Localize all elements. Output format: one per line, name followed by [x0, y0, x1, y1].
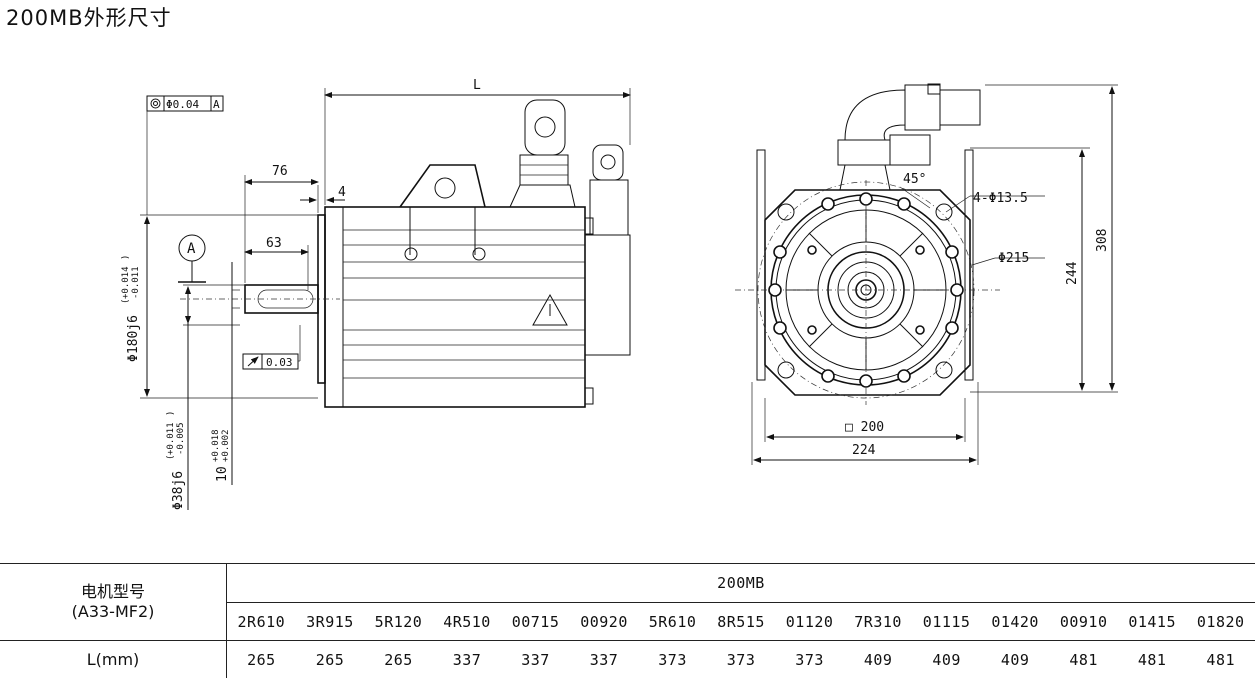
angle-label: 45° [903, 172, 926, 187]
length-label-cell: L(mm) [0, 641, 227, 678]
model-cell: 00910 [1049, 603, 1118, 641]
length-cell: 337 [501, 641, 570, 678]
square-label: □ 200 [845, 420, 884, 435]
model-cell: 00920 [570, 603, 639, 641]
lifting-eye [400, 165, 485, 207]
dim-4-label: 4 [338, 185, 346, 200]
dim-L-label: L [473, 78, 481, 93]
length-cell: 409 [912, 641, 981, 678]
pcd-label: Φ215 [998, 251, 1029, 266]
dim-63-label: 63 [266, 236, 282, 251]
model-cell: 01115 [912, 603, 981, 641]
power-connector-icon [525, 100, 565, 155]
model-cell: 5R610 [638, 603, 707, 641]
tol-coaxial-ref: A [213, 98, 220, 111]
length-cell: 481 [1118, 641, 1187, 678]
length-cell: 481 [1049, 641, 1118, 678]
encoder-connector-icon [590, 180, 628, 235]
dia-flange-label: Φ180j6 ( +0.014 -0.011 ) [121, 255, 141, 362]
side-view: L 76 4 63 A Φ0.04 A 0.03 [121, 78, 630, 510]
square-flange [765, 190, 970, 395]
length-cell: 409 [981, 641, 1050, 678]
height-308-label: 308 [1095, 229, 1110, 252]
table-header-row: 电机型号 (A33-MF2) 200MB [0, 564, 1255, 603]
length-cell: 337 [570, 641, 639, 678]
svg-text:+0.002: +0.002 [221, 429, 231, 462]
width-label: 224 [852, 443, 876, 458]
elbow-connector-icon [845, 90, 905, 140]
svg-text:-0.011: -0.011 [131, 266, 141, 299]
model-cell: 01120 [775, 603, 844, 641]
model-cell: 01415 [1118, 603, 1187, 641]
length-cell: 265 [296, 641, 365, 678]
bolt-holes-label: 4-Φ13.5 [973, 191, 1028, 206]
length-cell: 373 [707, 641, 776, 678]
model-cell: 7R310 [844, 603, 913, 641]
svg-text:+0.011: +0.011 [166, 422, 176, 455]
svg-text:): ) [166, 411, 176, 416]
model-cell: 8R515 [707, 603, 776, 641]
height-244-label: 244 [1065, 261, 1080, 285]
model-header-line2: (A33-MF2) [0, 602, 226, 622]
length-cell: 373 [775, 641, 844, 678]
model-header-line1: 电机型号 [0, 582, 226, 602]
model-cell: 01820 [1186, 603, 1255, 641]
motor-body [325, 207, 585, 407]
technical-drawing: L 76 4 63 A Φ0.04 A 0.03 [0, 0, 1255, 563]
svg-text:): ) [121, 255, 131, 260]
svg-text:10: 10 [215, 466, 230, 482]
model-cell: 4R510 [433, 603, 502, 641]
model-cell: 3R915 [296, 603, 365, 641]
length-cell: 409 [844, 641, 913, 678]
svg-text:+0.018: +0.018 [211, 429, 221, 462]
tol-runout-value: 0.03 [266, 356, 293, 369]
dia-shaft-label: Φ38j6 ( +0.011 -0.005 ) [166, 411, 186, 510]
svg-text:Φ180j6: Φ180j6 [126, 315, 141, 362]
front-view: 45° 4-Φ13.5 Φ215 244 308 □ 200 [735, 84, 1118, 465]
tol-coaxial-value: Φ0.04 [166, 98, 199, 111]
runout-icon [248, 357, 258, 366]
motor-shaft [245, 285, 318, 313]
model-header-cell: 电机型号 (A33-MF2) [0, 564, 227, 641]
datum-label: A [187, 241, 196, 257]
series-cell: 200MB [227, 564, 1255, 603]
length-cell: 265 [364, 641, 433, 678]
model-cell: 00715 [501, 603, 570, 641]
length-cell: 337 [433, 641, 502, 678]
length-cell: 265 [227, 641, 296, 678]
model-cell: 01420 [981, 603, 1050, 641]
model-cell: 2R610 [227, 603, 296, 641]
length-cell: 481 [1186, 641, 1255, 678]
svg-text:+0.014: +0.014 [121, 266, 131, 299]
svg-text:Φ38j6: Φ38j6 [171, 471, 186, 510]
key-width-label: 10 +0.018 +0.002 [211, 429, 231, 482]
model-cell: 5R120 [364, 603, 433, 641]
svg-text:-0.005: -0.005 [176, 422, 186, 455]
dim-76-label: 76 [272, 164, 288, 179]
coaxiality-icon [151, 99, 160, 108]
length-cell: 373 [638, 641, 707, 678]
